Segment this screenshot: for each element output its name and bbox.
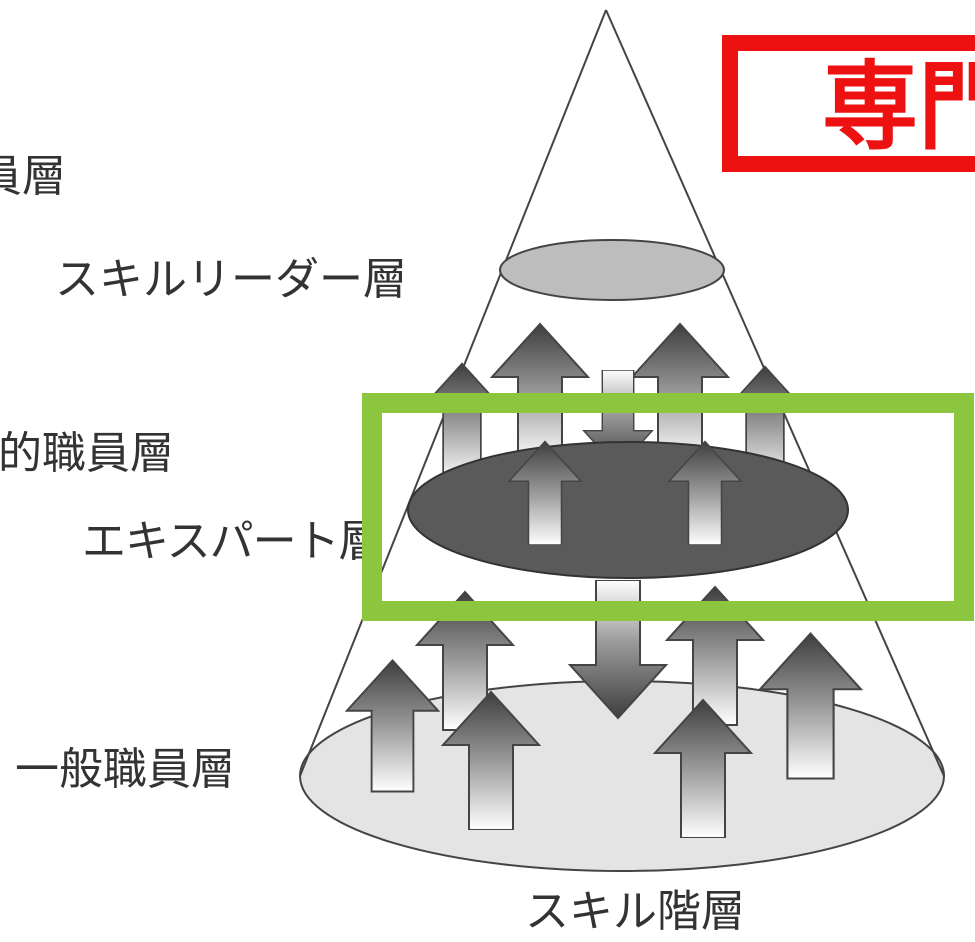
- skill-leader-ellipse: [499, 239, 725, 301]
- red-highlight-box: 専門: [722, 35, 975, 172]
- label-general-staff: 一般職員層: [15, 744, 235, 795]
- label-skill-leader: スキルリーダー層: [55, 254, 407, 305]
- label-cut-mid: 的職員層: [0, 428, 174, 479]
- label-cut-top: 員層: [0, 151, 66, 202]
- label-skill-hierarchy: スキル階層: [525, 886, 745, 937]
- red-highlight-text: 専門: [822, 51, 975, 163]
- expert-ellipse: [407, 441, 849, 579]
- label-expert: エキスパート層: [82, 516, 383, 567]
- arrow-up-upper-mid-left: [491, 323, 589, 462]
